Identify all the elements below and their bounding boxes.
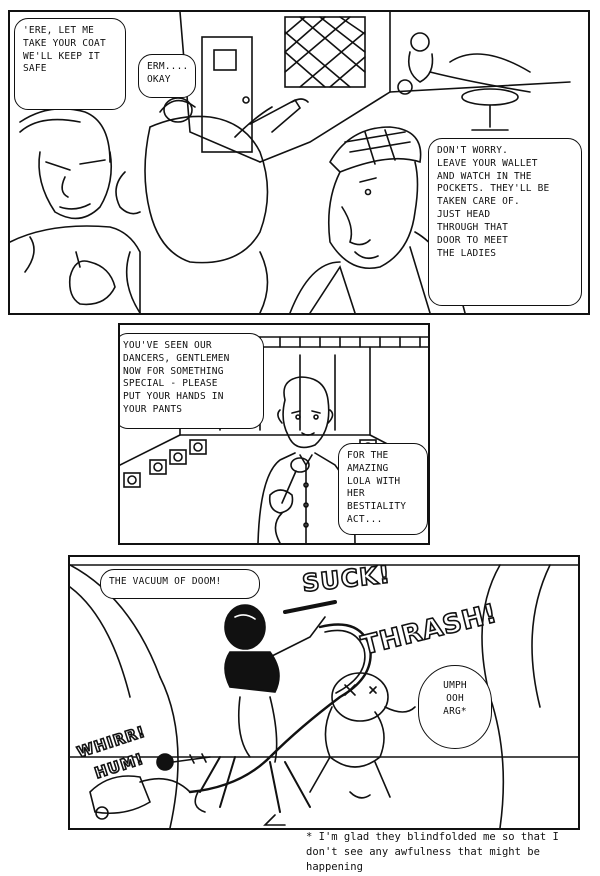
- speech-bubble-amazing-lola: FOR THE AMAZING LOLA WITH HER BESTIALITY…: [338, 443, 428, 535]
- speech-bubble-dont-worry: DON'T WORRY. LEAVE YOUR WALLET AND WATCH…: [428, 138, 582, 306]
- speech-bubble-vacuum-of-doom: THE VACUUM OF DOOM!: [100, 569, 260, 599]
- panel-stage-announcer: YOU'VE SEEN OUR DANCERS, GENTLEMEN NOW F…: [118, 323, 430, 545]
- footnote-caption: * I'm glad they blindfolded me so that I…: [306, 831, 559, 874]
- panel-3-artwork: [70, 564, 578, 828]
- speech-bubble-take-coat: 'ERE, LET ME TAKE YOUR COAT WE'LL KEEP I…: [14, 18, 126, 110]
- speech-bubble-seen-our-dancers: YOU'VE SEEN OUR DANCERS, GENTLEMEN NOW F…: [120, 333, 264, 429]
- speech-bubble-erm-okay: ERM.... OKAY: [138, 54, 196, 98]
- panel-vacuum-of-doom: THE VACUUM OF DOOM! SUCK! THRASH! WHIRR!…: [68, 555, 580, 830]
- panel-cloakroom: 'ERE, LET ME TAKE YOUR COAT WE'LL KEEP I…: [8, 10, 590, 315]
- panel-1-artwork: [10, 12, 571, 313]
- speech-bubble-umph-ooh-arg: UMPH OOH ARG*: [418, 665, 492, 749]
